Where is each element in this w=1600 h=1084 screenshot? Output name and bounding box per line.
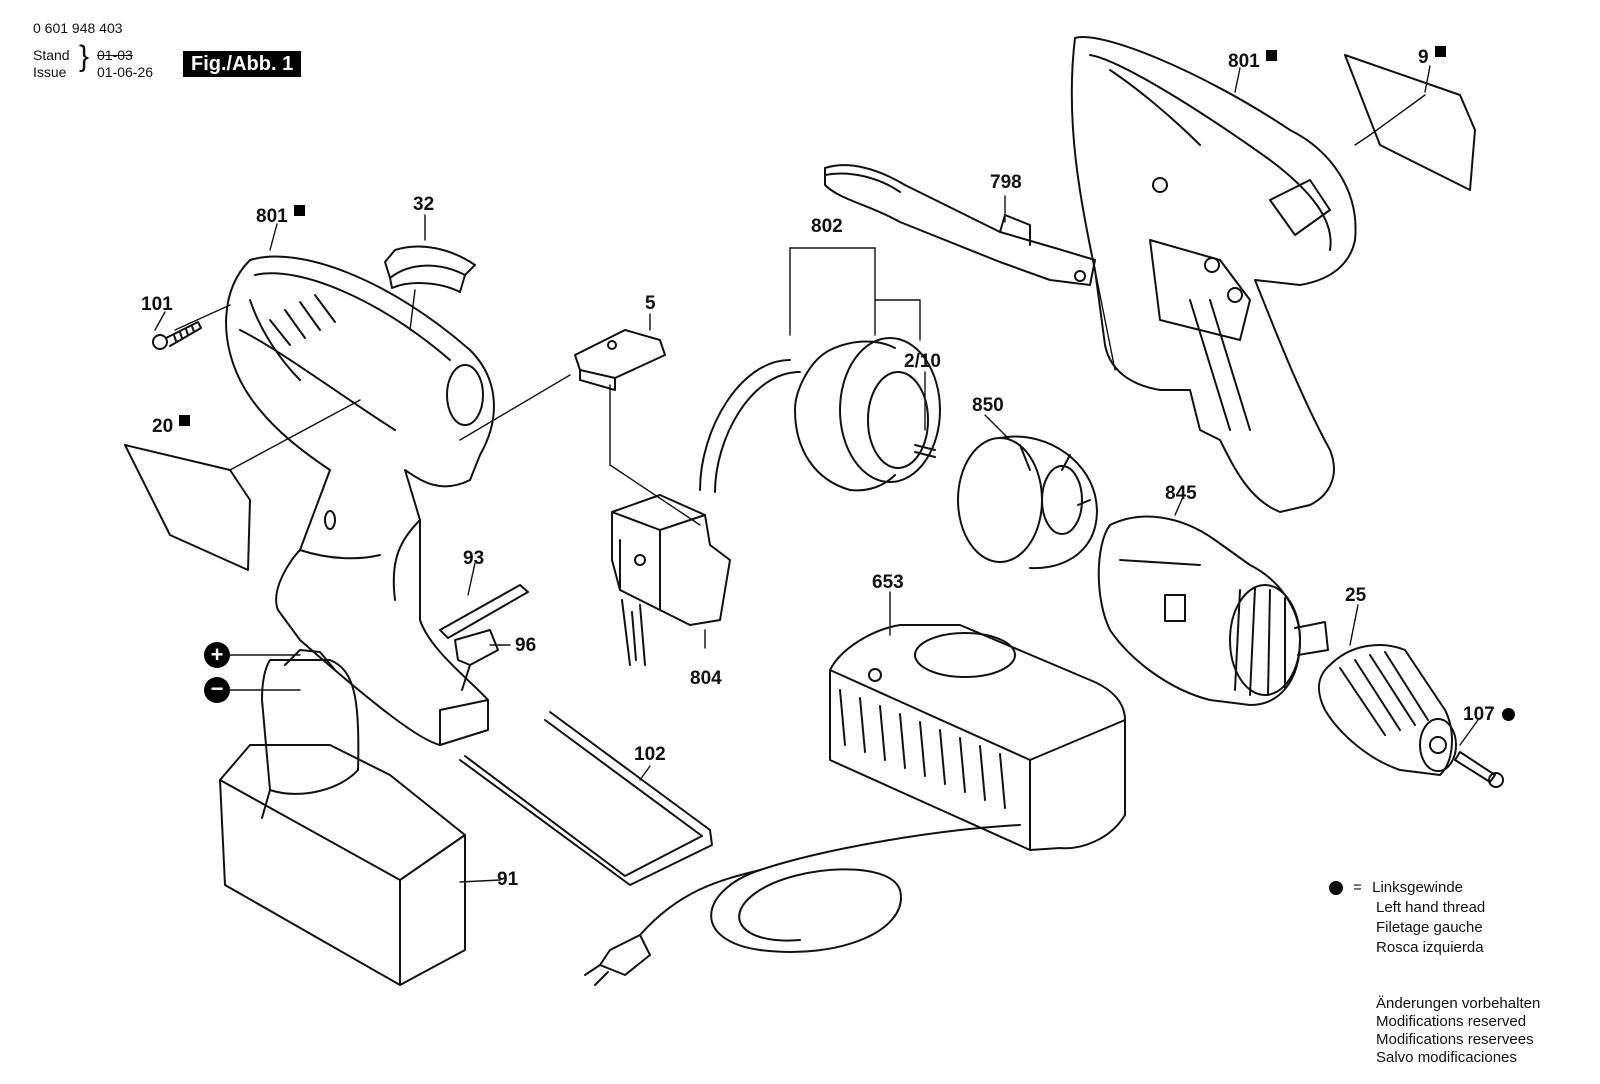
- notice-line: Salvo modificaciones: [1376, 1049, 1517, 1066]
- square-icon: [293, 205, 305, 216]
- ring-shape: [957, 435, 1098, 570]
- part-label: 802: [811, 216, 843, 237]
- part-label: 101: [141, 294, 173, 315]
- figure-label: Fig./Abb. 1: [183, 51, 302, 77]
- stand-value: 01-03: [97, 47, 133, 63]
- part-label: 801: [1228, 50, 1277, 72]
- leader-lines: [154, 65, 1479, 883]
- stand-label: Stand: [33, 47, 70, 63]
- notice-line: Modifications reservees: [1376, 1031, 1534, 1048]
- legend-line: Filetage gauche: [1376, 919, 1483, 936]
- cover-shape: [384, 245, 476, 293]
- gearbox-shape: [1097, 515, 1329, 706]
- part-label: 32: [413, 194, 435, 215]
- left-housing-shape: [225, 255, 495, 746]
- bit-shape: [439, 584, 529, 691]
- right-housing-shape: [1070, 36, 1357, 513]
- plus-icon: +: [204, 642, 230, 668]
- part-label: 801: [256, 205, 305, 227]
- part-label: 20: [152, 415, 191, 437]
- square-icon: [1434, 46, 1446, 57]
- notice-line: Modifications reserved: [1376, 1013, 1527, 1030]
- clip-shape: [574, 329, 666, 391]
- charger-shape: [829, 624, 1126, 851]
- legend-symbol: =: [1353, 879, 1362, 896]
- issue-value: 01-06-26: [97, 64, 154, 80]
- screw-right-shape: [1454, 751, 1504, 788]
- part-label: 804: [690, 668, 722, 689]
- square-icon: [179, 415, 191, 426]
- part-label: 93: [463, 548, 485, 569]
- minus-icon: −: [204, 677, 230, 703]
- notice-line: Änderungen vorbehalten: [1376, 995, 1541, 1012]
- square-icon: [1265, 50, 1277, 61]
- part-label: 2/10: [904, 351, 941, 372]
- motor-shape: [699, 337, 941, 493]
- part-label: 25: [1345, 585, 1367, 606]
- dot-icon: [1329, 881, 1343, 896]
- part-label: 107: [1463, 705, 1515, 725]
- label-left-shape: [124, 444, 251, 571]
- modification-notice: Änderungen vorbehalten Modifications res…: [1376, 995, 1540, 1067]
- legend-line: Linksgewinde: [1372, 879, 1464, 896]
- part-label: 845: [1165, 483, 1197, 504]
- switch-shape: [611, 494, 731, 666]
- part-label: 96: [515, 635, 537, 656]
- legend-line: Rosca izquierda: [1376, 939, 1484, 956]
- part-label: 5: [645, 293, 656, 314]
- strap-shape: [824, 164, 1096, 286]
- label-right-shape: [1344, 54, 1476, 191]
- part-label: 798: [990, 172, 1022, 193]
- legend-line: Left hand thread: [1376, 899, 1486, 916]
- part-label: 9: [1418, 46, 1446, 68]
- thread-legend: = Linksgewinde Left hand thread Filetage…: [1329, 878, 1486, 958]
- part-number: 0 601 948 403: [33, 20, 123, 36]
- issue-label: Issue: [33, 64, 67, 80]
- brace-icon: }: [79, 40, 90, 73]
- part-label: 91: [497, 869, 519, 890]
- part-label: 850: [972, 395, 1004, 416]
- part-label: 653: [872, 572, 904, 593]
- part-label: 102: [634, 744, 666, 765]
- dot-icon: [1501, 708, 1515, 722]
- chuck-shape: [1318, 644, 1457, 776]
- battery-shape: [219, 649, 466, 986]
- screw-left-shape: [152, 321, 202, 350]
- power-cord-shape: [584, 824, 1021, 986]
- wire-clip-shape: [459, 711, 713, 886]
